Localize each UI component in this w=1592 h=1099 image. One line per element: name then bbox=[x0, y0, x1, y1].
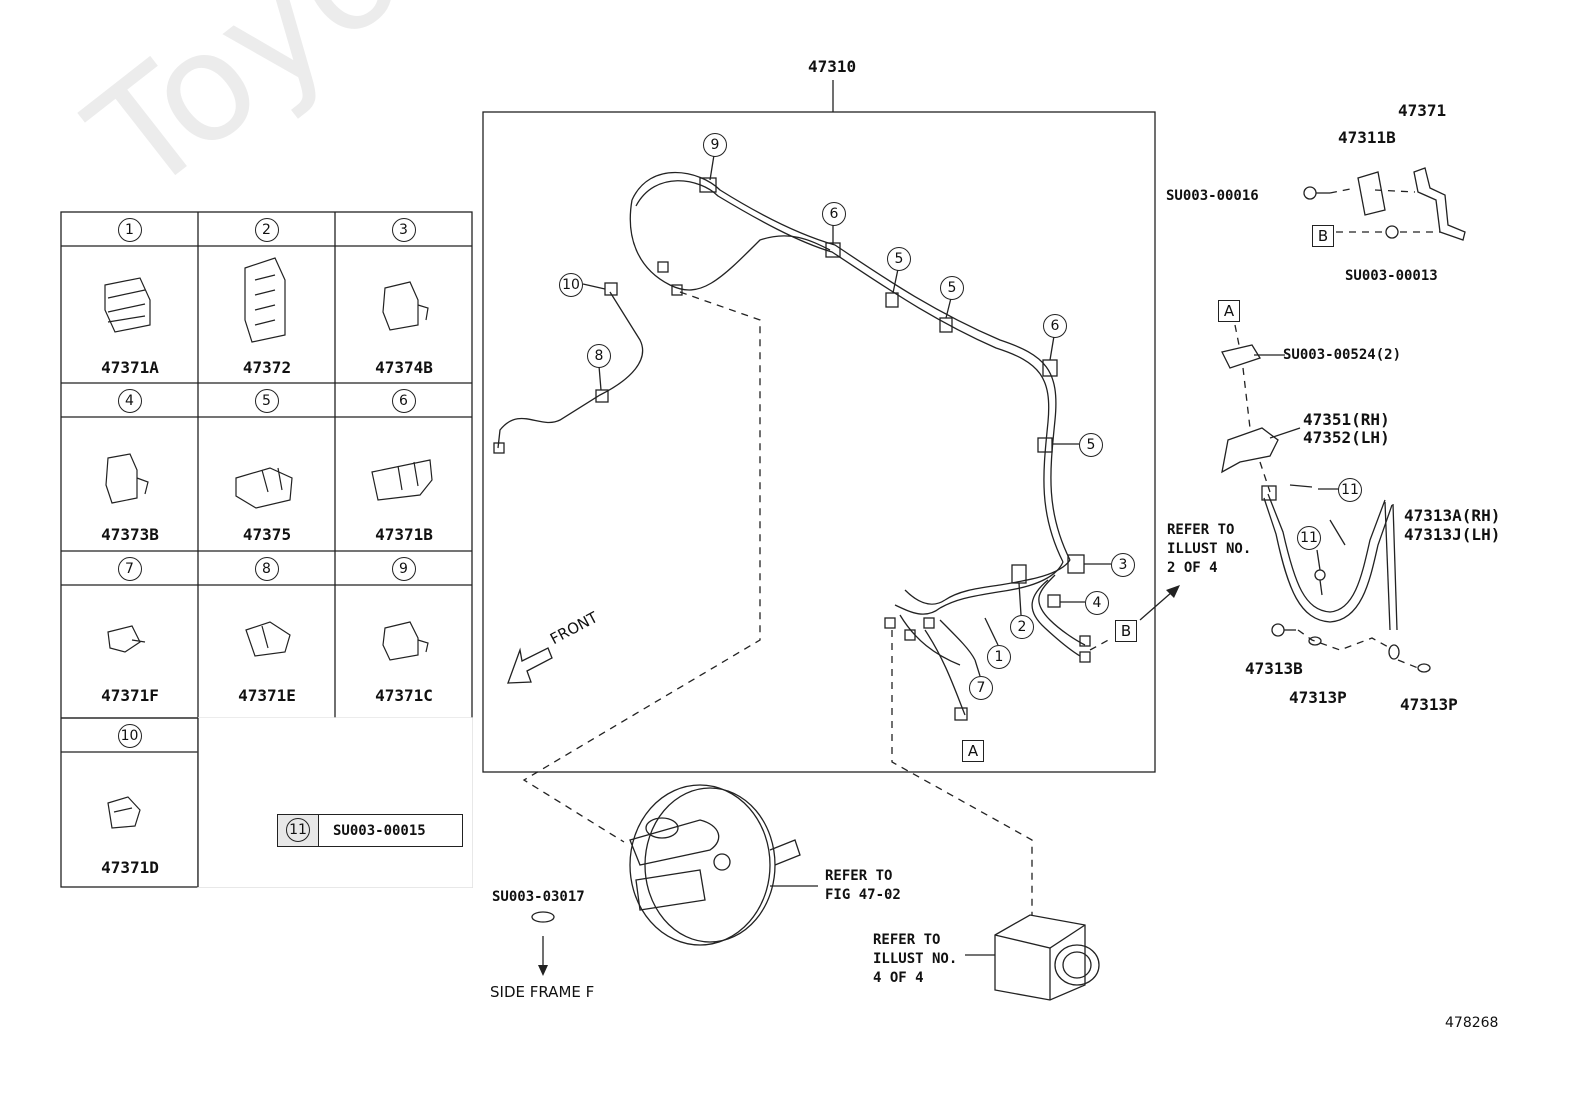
clip-part-number[interactable]: 47371F bbox=[101, 686, 159, 705]
part-label-su003-03017[interactable]: SU003-03017 bbox=[492, 889, 585, 905]
clip-part-number[interactable]: 47371C bbox=[375, 686, 433, 705]
connection-marker-b: B bbox=[1312, 225, 1334, 247]
arrow-b-head bbox=[1166, 585, 1180, 598]
callout-clip-1[interactable]: 1 bbox=[987, 645, 1011, 669]
clip-cell-header: 7 bbox=[61, 552, 198, 585]
clip-cell-header: 4 bbox=[61, 384, 198, 417]
clip-number: 6 bbox=[391, 388, 416, 413]
part-label-su003-00013[interactable]: SU003-00013 bbox=[1345, 268, 1438, 284]
reference-illust-2[interactable]: REFER TO ILLUST NO. 2 OF 4 bbox=[1167, 522, 1252, 576]
clip-number: 1 bbox=[117, 217, 142, 242]
clip-part-number[interactable]: 47374B bbox=[375, 358, 433, 377]
clip-number: 5 bbox=[254, 388, 279, 413]
clip-number: 7 bbox=[117, 556, 142, 581]
clip-number: 10 bbox=[117, 723, 142, 748]
abs-actuator bbox=[965, 914, 1100, 1001]
clip-number: 9 bbox=[391, 556, 416, 581]
part-label-47313p[interactable]: 47313P bbox=[1289, 688, 1347, 707]
clip-part-number[interactable]: 47373B bbox=[101, 525, 159, 544]
clip-sketches bbox=[104, 257, 433, 829]
clip-part-number[interactable]: 47371A bbox=[101, 358, 159, 377]
part-label-47313b[interactable]: 47313B bbox=[1245, 659, 1303, 678]
part-label-su003-00016[interactable]: SU003-00016 bbox=[1166, 188, 1259, 204]
connection-marker-a: A bbox=[1218, 300, 1240, 322]
legend-number: 11 bbox=[286, 818, 310, 842]
callout-clip-5[interactable]: 5 bbox=[887, 247, 911, 271]
clip-part-number[interactable]: 47375 bbox=[242, 525, 292, 544]
callout-bolt-11[interactable]: 11 bbox=[1297, 526, 1321, 550]
clip-part-number[interactable]: 47371D bbox=[101, 858, 159, 877]
clip-number: 8 bbox=[254, 556, 279, 581]
part-label-47352[interactable]: 47352(LH) bbox=[1303, 428, 1390, 447]
part-label-47311b[interactable]: 47311B bbox=[1338, 128, 1396, 147]
clip-cell-header: 2 bbox=[198, 213, 335, 246]
clip-number: 3 bbox=[391, 217, 416, 242]
arrow-b-line bbox=[1139, 591, 1173, 621]
flexible-hose bbox=[1261, 484, 1431, 673]
part-label-su003-00524[interactable]: SU003-00524(2) bbox=[1283, 347, 1402, 363]
plug-grommet bbox=[531, 911, 555, 923]
clip-number: 2 bbox=[254, 217, 279, 242]
clip-cell-header: 3 bbox=[335, 213, 472, 246]
clip-cell-header: 5 bbox=[198, 384, 335, 417]
callout-clip-7[interactable]: 7 bbox=[969, 676, 993, 700]
part-label-47313a[interactable]: 47313A(RH) bbox=[1404, 506, 1501, 525]
callout-clip-6[interactable]: 6 bbox=[822, 202, 846, 226]
assembly-part-number: 47310 bbox=[808, 57, 857, 76]
brake-booster bbox=[629, 784, 818, 946]
callout-bolt-11[interactable]: 11 bbox=[1338, 478, 1362, 502]
dashed-connections bbox=[522, 187, 1440, 915]
reference-illust-4[interactable]: REFER TO ILLUST NO. 4 OF 4 bbox=[873, 932, 958, 986]
clip-number: 4 bbox=[117, 388, 142, 413]
callout-clip-9[interactable]: 9 bbox=[703, 133, 727, 157]
connection-marker-b: B bbox=[1115, 620, 1137, 642]
clip-cell-header: 9 bbox=[335, 552, 472, 585]
front-arrow bbox=[507, 647, 553, 684]
hose-bracket bbox=[1221, 427, 1279, 474]
clip-cell-header: 6 bbox=[335, 384, 472, 417]
bracket-group bbox=[1303, 167, 1466, 241]
bracket-leader bbox=[1269, 427, 1301, 439]
side-frame-label: SIDE FRAME F bbox=[490, 983, 595, 1001]
callout-clip-5[interactable]: 5 bbox=[1079, 433, 1103, 457]
callout-clip-4[interactable]: 4 bbox=[1085, 591, 1109, 615]
connection-marker-a: A bbox=[962, 740, 984, 762]
clip-a bbox=[1221, 344, 1261, 369]
part-label-47371[interactable]: 47371 bbox=[1398, 101, 1447, 120]
callout-clip-2[interactable]: 2 bbox=[1010, 615, 1034, 639]
part-label-47351[interactable]: 47351(RH) bbox=[1303, 410, 1390, 429]
part-label-47313p[interactable]: 47313P bbox=[1400, 695, 1458, 714]
callout-clip-8[interactable]: 8 bbox=[587, 344, 611, 368]
clip-table-grid bbox=[60, 211, 473, 888]
part-label-47313j[interactable]: 47313J(LH) bbox=[1404, 525, 1501, 544]
callout-clip-6[interactable]: 6 bbox=[1043, 314, 1067, 338]
legend-icon-cell: 11 bbox=[278, 815, 319, 846]
clip-cell-header: 8 bbox=[198, 552, 335, 585]
callout-clip-5[interactable]: 5 bbox=[940, 276, 964, 300]
clip-part-number[interactable]: 47372 bbox=[242, 358, 292, 377]
reference-fig-47-02[interactable]: REFER TO FIG 47-02 bbox=[825, 868, 901, 903]
callout-clip-3[interactable]: 3 bbox=[1111, 553, 1135, 577]
diagram-number: 478268 bbox=[1445, 1015, 1499, 1031]
legend-part-number[interactable]: SU003-00015 bbox=[333, 823, 426, 839]
bolt-legend: 11 SU003-00015 bbox=[277, 814, 463, 847]
brake-tube-bundle bbox=[493, 171, 1091, 721]
clip-part-number[interactable]: 47371E bbox=[238, 686, 296, 705]
clip-cell-header: 1 bbox=[61, 213, 198, 246]
clip-part-number[interactable]: 47371B bbox=[375, 525, 433, 544]
callout-clip-10[interactable]: 10 bbox=[559, 273, 583, 297]
grommet-arrow-head bbox=[538, 965, 548, 976]
clip-cell-header: 10 bbox=[61, 719, 198, 752]
assembly-frame bbox=[482, 111, 1156, 773]
